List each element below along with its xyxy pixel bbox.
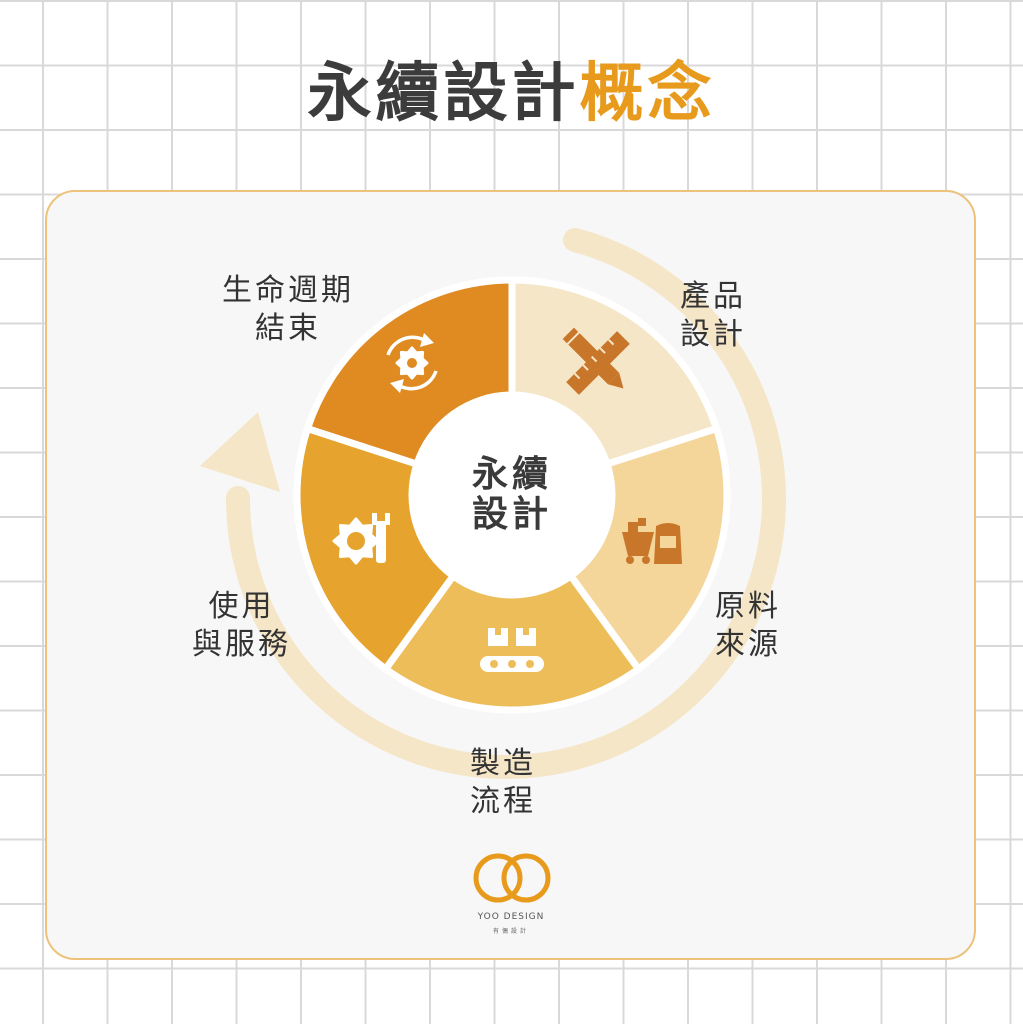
cycle-arrowhead — [200, 412, 280, 492]
center-label: 永續 設計 — [471, 454, 552, 535]
label-end-of-life: 生命週期 結束 — [222, 273, 354, 346]
interlocking-rings-logo — [473, 853, 551, 903]
pencil-ruler-icon — [562, 327, 630, 395]
page-title: 永續設計概念 — [0, 62, 1023, 126]
label-use-service: 使用 與服務 — [192, 589, 291, 662]
title-accent: 概念 — [579, 57, 716, 131]
material-cart-icon — [622, 518, 682, 564]
gear-cycle-icon — [386, 333, 438, 393]
gear-wrench-icon — [332, 513, 390, 565]
conveyor-boxes-icon — [480, 628, 544, 672]
label-product-design: 產品 設計 — [680, 279, 746, 352]
cycle-ring-arrow — [225, 228, 786, 779]
logo-name: YOO DESIGN — [477, 912, 545, 922]
label-manufacturing: 製造 流程 — [470, 746, 536, 819]
logo-sub: 有偶設計 — [492, 928, 529, 935]
title-main: 永續設計 — [307, 57, 580, 131]
donut-center — [412, 395, 612, 595]
label-material-source: 原料 來源 — [715, 589, 781, 662]
